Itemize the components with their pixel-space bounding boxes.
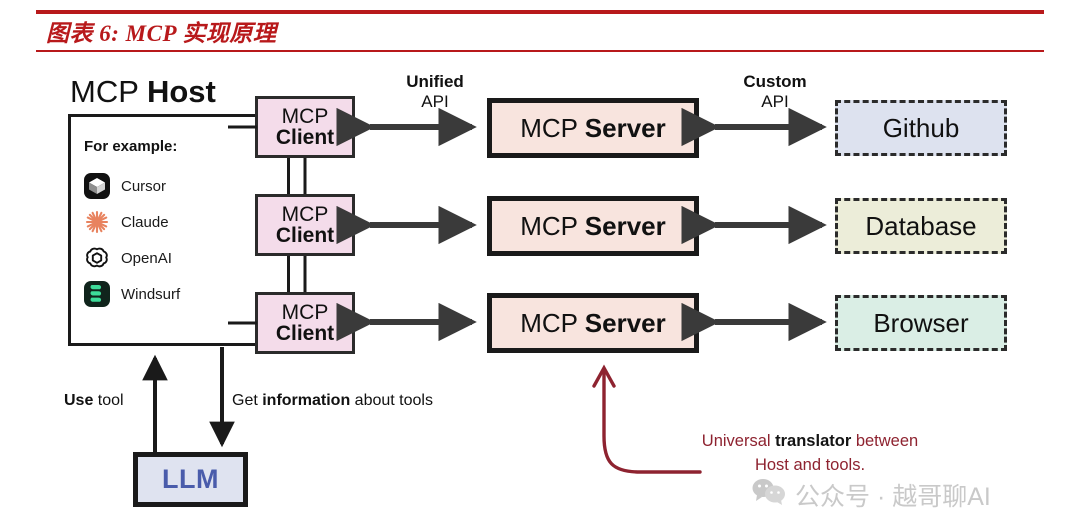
windsurf-icon <box>84 281 110 307</box>
mcp-client-box-2[interactable]: MCP Client <box>255 194 355 256</box>
get-info-pre: Get <box>232 392 263 409</box>
unified-api-bold: Unified <box>406 72 464 91</box>
client-server-arrows <box>336 107 477 342</box>
title-rule-top <box>36 10 1044 14</box>
example-item-claude[interactable]: Claude <box>84 209 169 235</box>
unified-api-label: Unified API <box>380 72 490 112</box>
mcp-server-label-2: MCP Server <box>520 210 666 241</box>
use-tool-rest: tool <box>93 392 124 409</box>
example-label-windsurf: Windsurf <box>121 285 181 303</box>
annotation-line2: Host and tools. <box>754 455 866 474</box>
get-information-label: Get information about tools <box>232 392 433 410</box>
service-label-github: Github <box>882 112 960 143</box>
service-box-browser[interactable]: Browser <box>835 295 1007 351</box>
use-tool-bold: Use <box>64 392 94 409</box>
openai-icon <box>84 245 110 271</box>
annotation-line1: Universal translator between <box>701 432 919 450</box>
get-info-bold: information <box>262 392 351 409</box>
mcp-client-label-line1-1: MCP <box>281 104 329 128</box>
mcp-client-label-line2-2: Client <box>275 224 335 247</box>
mcp-server-box-1[interactable]: MCP Server <box>487 98 699 158</box>
mcp-client-label-line1-2: MCP <box>281 202 329 226</box>
server-service-arrows <box>681 107 827 342</box>
example-label-cursor: Cursor <box>121 177 167 195</box>
llm-box[interactable]: LLM <box>133 452 248 507</box>
use-tool-label: Use tool <box>64 392 124 410</box>
watermark: 公众号 · 越哥聊AI <box>752 477 991 513</box>
service-label-browser: Browser <box>873 307 969 338</box>
mcp-host-title-bold: Host <box>146 74 216 109</box>
example-item-openai[interactable]: OpenAI <box>84 245 172 271</box>
custom-api-label: Custom API <box>720 72 830 112</box>
custom-api-light: API <box>761 92 789 111</box>
example-item-windsurf[interactable]: Windsurf <box>84 281 180 307</box>
claude-icon <box>84 209 110 235</box>
mcp-server-box-3[interactable]: MCP Server <box>487 293 699 353</box>
wechat-icon <box>752 478 786 513</box>
mcp-server-box-2[interactable]: MCP Server <box>487 196 699 256</box>
service-box-github[interactable]: Github <box>835 100 1007 156</box>
mcp-host-box <box>68 114 290 346</box>
mcp-server-label-1: MCP Server <box>520 112 666 143</box>
unified-api-light: API <box>421 92 449 111</box>
figure-title: 图表 6: MCP 实现原理 <box>46 21 277 46</box>
get-info-post: about tools <box>350 392 433 409</box>
mcp-host-title: MCP Host <box>70 74 216 110</box>
mcp-client-label-line2-1: Client <box>275 126 335 149</box>
custom-api-bold: Custom <box>743 72 807 91</box>
mcp-host-title-light: MCP <box>70 74 147 109</box>
translator-annotation: Universal translator between Host and to… <box>660 430 960 478</box>
mcp-client-box-3[interactable]: MCP Client <box>255 292 355 354</box>
watermark-text: 公众号 · 越哥聊AI <box>795 483 991 511</box>
llm-label: LLM <box>162 464 219 494</box>
title-rule-bottom <box>36 50 1044 52</box>
cursor-icon <box>84 173 110 199</box>
example-label-openai: OpenAI <box>121 249 172 267</box>
example-item-cursor[interactable]: Cursor <box>84 173 166 199</box>
example-label-claude: Claude <box>121 213 169 231</box>
mcp-client-label-line2-3: Client <box>275 322 335 345</box>
service-box-database[interactable]: Database <box>835 198 1007 254</box>
for-example-label: For example: <box>84 138 178 155</box>
service-label-database: Database <box>865 210 977 241</box>
mcp-client-label-line1-3: MCP <box>281 300 329 324</box>
mcp-server-label-3: MCP Server <box>520 307 666 338</box>
mcp-client-box-1[interactable]: MCP Client <box>255 96 355 158</box>
